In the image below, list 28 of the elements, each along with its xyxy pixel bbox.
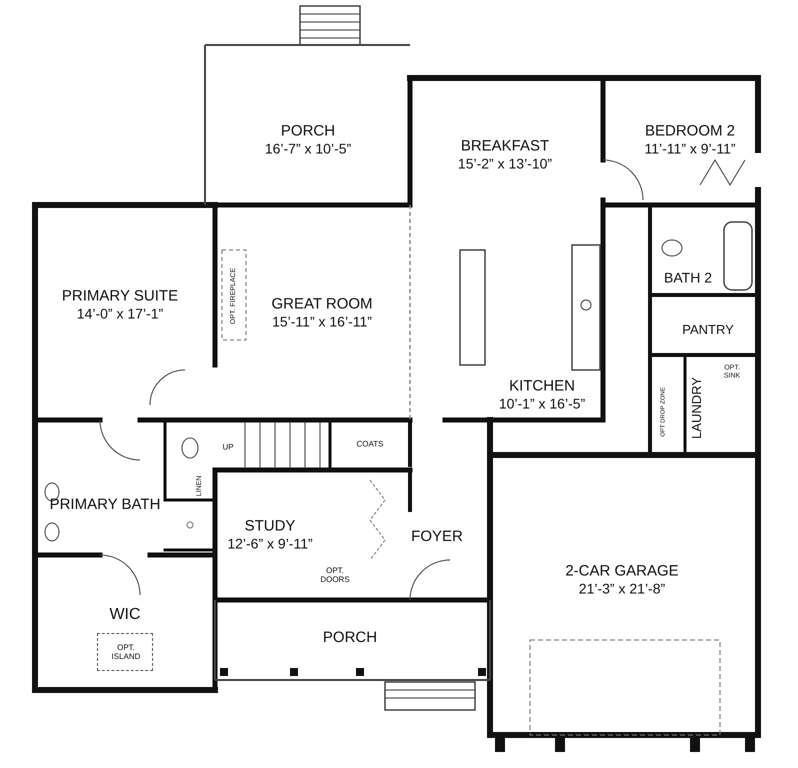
room-name: PRIMARY SUITE — [62, 288, 178, 306]
room-dimensions: 10’-1” x 16’-5” — [498, 395, 586, 412]
room-dimensions: 15’-11” x 16’-11” — [272, 313, 372, 330]
room-name: BEDROOM 2 — [645, 124, 735, 140]
doors-label: OPT. DOORS — [319, 567, 351, 585]
room-name: 2-CAR GARAGE — [565, 564, 679, 580]
closet-label: COATS — [356, 440, 384, 450]
room-dimensions: 12’-6” x 9’-11” — [227, 535, 313, 552]
room-name: LAUNDRY — [690, 377, 704, 439]
room-name: GREAT ROOM — [271, 296, 373, 314]
room-dimensions: 15’-2” x 13’-10” — [458, 155, 552, 172]
room-name: STUDY — [244, 518, 296, 536]
room-dimensions: 16’-7” x 10’-5” — [264, 140, 352, 156]
room-name: PRIMARY BATH — [50, 496, 160, 514]
room-dimensions: 14’-0” x 17’-1” — [76, 305, 164, 322]
room-name: PORCH — [280, 124, 336, 140]
room-name: FOYER — [411, 528, 463, 546]
room-name: PANTRY — [682, 322, 734, 338]
stair-label: UP — [222, 444, 234, 452]
room-dimensions: 21’-3” x 21’-8” — [578, 580, 666, 596]
island-outline — [97, 633, 153, 671]
room-name: PORCH — [322, 630, 378, 646]
room-name: BREAKFAST — [460, 138, 550, 156]
room-name: KITCHEN — [509, 378, 575, 396]
room-name: WIC — [109, 606, 141, 624]
island-label: OPT. ISLAND — [110, 644, 142, 662]
room-dimensions: 11’-11” x 9’-11” — [644, 140, 736, 156]
room-name: BATH 2 — [664, 270, 712, 286]
